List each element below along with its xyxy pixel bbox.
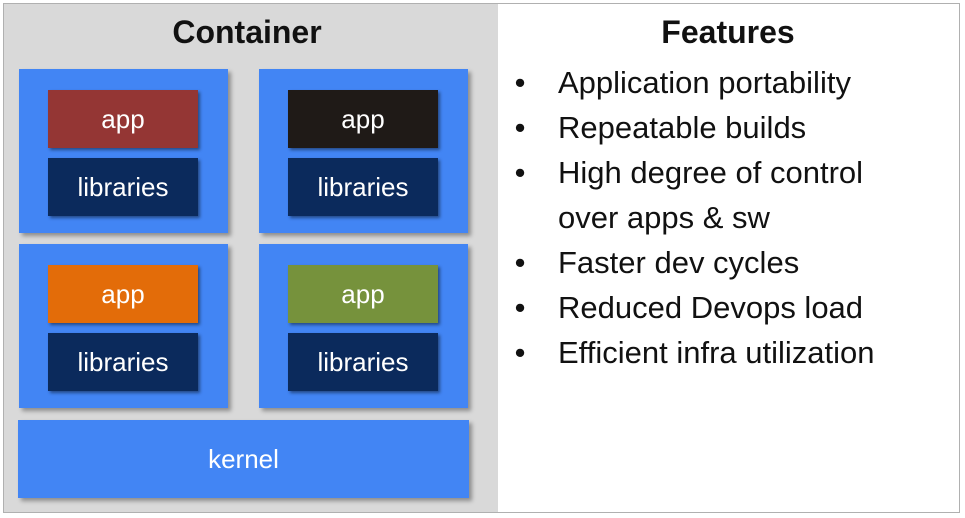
container-title: Container [172,14,322,50]
feature-text: High degree of control [558,155,864,190]
libraries-layer-1: libraries [48,158,198,216]
app-layer-3: app [48,265,198,323]
container-box-3: app libraries [19,244,228,408]
bullet-icon: • [514,290,526,325]
libraries-layer-4: libraries [288,333,438,391]
container-box-4: app libraries [259,244,468,408]
feature-text: Repeatable builds [558,110,807,145]
features-panel [498,4,958,512]
feature-item: • High degree of control over apps & sw [510,150,950,240]
feature-text-continued: over apps & sw [558,200,770,235]
bullet-icon: • [514,65,526,100]
feature-text: Efficient infra utilization [558,335,875,370]
feature-item: • Application portability [510,60,950,105]
bullet-icon: • [514,245,526,280]
container-box-1: app libraries [19,69,228,233]
feature-text: Reduced Devops load [558,290,864,325]
feature-text: Faster dev cycles [558,245,800,280]
libraries-layer-2: libraries [288,158,438,216]
feature-text: Application portability [558,65,851,100]
libraries-layer-3: libraries [48,333,198,391]
feature-item: • Faster dev cycles [510,240,950,285]
feature-item: • Repeatable builds [510,105,950,150]
app-layer-1: app [48,90,198,148]
kernel-layer: kernel [18,420,469,498]
bullet-icon: • [514,110,526,145]
features-list: • Application portability • Repeatable bui… [510,60,950,375]
bullet-icon: • [514,155,526,190]
feature-item: • Efficient infra utilization [510,330,950,375]
app-layer-2: app [288,90,438,148]
feature-item: • Reduced Devops load [510,285,950,330]
bullet-icon: • [514,335,526,370]
features-title: Features [661,14,795,50]
container-box-2: app libraries [259,69,468,233]
app-layer-4: app [288,265,438,323]
